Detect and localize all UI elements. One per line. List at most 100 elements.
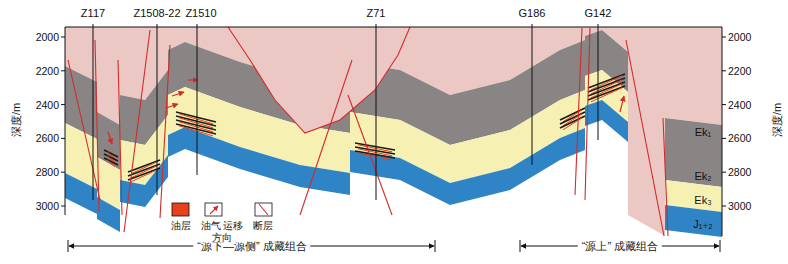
oil-layer <box>358 153 392 160</box>
axis-tick-label: 2800 <box>728 166 751 178</box>
well-name: G186 <box>519 7 546 20</box>
oil-layer <box>179 126 213 136</box>
well-name: Z1510 <box>185 7 216 20</box>
oil-layer <box>591 84 622 98</box>
layer-name: J₁₊₂ <box>693 218 712 231</box>
axis-tick-label: 2600 <box>36 132 59 144</box>
axis-tick <box>61 70 65 71</box>
axis-tick-label: 2000 <box>728 31 751 43</box>
axis-tick <box>722 206 726 207</box>
well-line <box>197 24 198 175</box>
layer-name: Ek₃ <box>694 194 711 207</box>
ek1-layer <box>628 27 665 236</box>
axis-tick-label: 2200 <box>36 65 59 77</box>
legend-swatch <box>255 203 272 216</box>
legend-swatch <box>172 203 189 216</box>
well-line <box>532 24 533 165</box>
legend-label: 油气 运移方向 <box>199 220 245 243</box>
ek1-layer <box>228 27 410 133</box>
oil-layer <box>591 80 622 94</box>
axis-tick-label: 3000 <box>728 200 751 212</box>
axis-title: 深度/m <box>10 103 23 137</box>
layer-name: Ek₁ <box>695 126 712 139</box>
axis-tick <box>61 206 65 207</box>
depth-axis <box>722 27 723 236</box>
fault-line <box>575 28 582 195</box>
fault-line <box>68 60 100 200</box>
legend-fault <box>259 204 268 215</box>
oil-layer <box>131 170 157 182</box>
legend-swatch <box>255 203 272 216</box>
oil-layer <box>107 160 115 167</box>
ek1-layer <box>97 27 120 125</box>
legend-label: 断层 <box>248 220 278 232</box>
oil-layer <box>128 168 160 180</box>
fault-line <box>124 30 150 232</box>
ek2-layer <box>665 118 722 187</box>
axis-tick <box>722 138 726 139</box>
oil-layer <box>355 151 395 158</box>
well-line <box>598 24 599 140</box>
jurassic-layer <box>168 127 350 195</box>
oil-layer <box>591 76 622 90</box>
migration-arrow <box>172 92 184 96</box>
axis-tick <box>61 37 65 38</box>
axis-tick <box>61 172 65 173</box>
fault-line <box>663 118 668 236</box>
legend-arrow <box>210 206 218 214</box>
frame-line <box>65 27 722 28</box>
fault-line <box>300 60 352 215</box>
jurassic-layer <box>350 128 585 205</box>
axis-tick-label: 2600 <box>728 132 751 144</box>
axis-tick <box>722 172 726 173</box>
migration-arrow <box>166 104 178 108</box>
axis-title: 深度/m <box>771 103 784 137</box>
jurassic-layer <box>665 205 722 237</box>
well-line <box>376 24 377 200</box>
axis-tick-label: 2000 <box>36 31 59 43</box>
axis-tick-label: 2400 <box>728 99 751 111</box>
well-line <box>157 24 158 195</box>
axis-tick-label: 3000 <box>36 200 59 212</box>
axis-tick-label: 2800 <box>36 166 59 178</box>
axis-tick <box>61 104 65 105</box>
fault-line <box>118 60 122 215</box>
fault-line <box>626 40 664 236</box>
axis-tick <box>722 37 726 38</box>
axis-tick-label: 2200 <box>728 65 751 77</box>
legend-swatch <box>172 203 189 216</box>
fault-line <box>228 27 410 133</box>
legend-label: 油层 <box>166 220 196 232</box>
ek1-layer <box>665 27 722 125</box>
axis-tick <box>61 138 65 139</box>
oil-layer <box>563 118 582 130</box>
oil-layer <box>588 86 625 100</box>
legend-swatch <box>205 203 222 216</box>
well-name: G142 <box>585 7 612 20</box>
fault-line <box>585 28 590 200</box>
jurassic-layer <box>97 197 120 232</box>
well-name: Z1508-22 <box>133 7 180 20</box>
depth-axis <box>65 27 66 215</box>
range-bracket <box>435 240 436 252</box>
oil-layer <box>591 88 622 102</box>
range-bracket <box>720 240 721 252</box>
axis-tick <box>722 70 726 71</box>
well-line <box>93 24 94 200</box>
legend-swatch <box>205 203 222 216</box>
axis-tick-label: 2400 <box>36 99 59 111</box>
migration-arrow <box>108 132 112 144</box>
well-name: Z71 <box>367 7 386 20</box>
oil-layer <box>176 124 216 134</box>
axis-tick <box>722 104 726 105</box>
jurassic-layer <box>65 173 97 214</box>
migration-arrow <box>620 96 624 112</box>
fault-line <box>348 95 392 215</box>
range-bracket <box>68 240 69 252</box>
layer-name: Ek₂ <box>694 170 711 183</box>
well-name: Z117 <box>81 7 105 20</box>
range-label: “源上” 成藏组合 <box>578 240 662 253</box>
fault-line <box>160 45 170 218</box>
